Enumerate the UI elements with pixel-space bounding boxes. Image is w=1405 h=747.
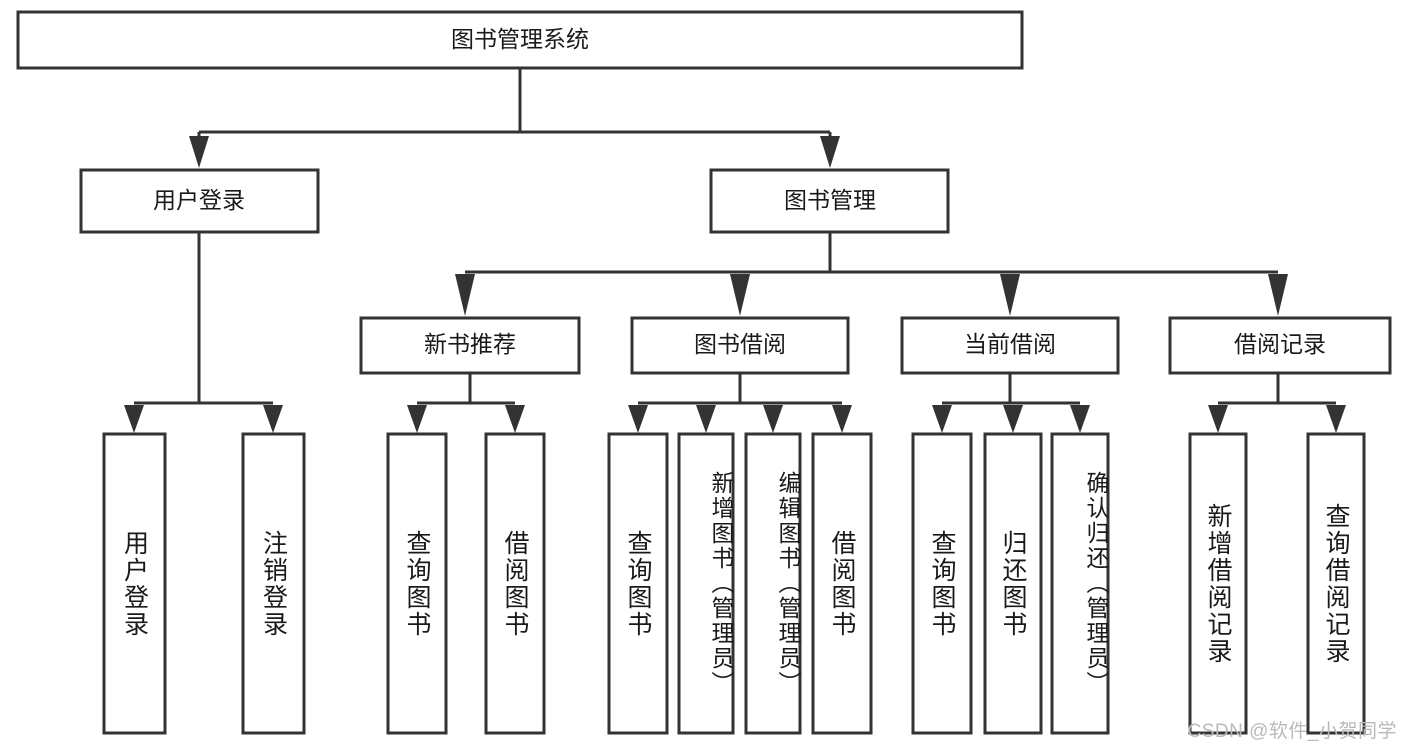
node-user-login-label: 用户登录 [153,187,245,213]
connector-group-new-book [407,373,525,433]
arrow-head-borrowrecord-leaf-1 [1208,405,1228,433]
leaf-box-query-book-current[interactable] [911,432,973,735]
leaf-box-user-login[interactable] [102,432,167,735]
arrow-head-borrowbook-leaf-4 [832,405,852,433]
arrow-head-userlogin-leaf-2 [263,405,283,433]
arrow-head-currentborrow-leaf-3 [1070,405,1090,433]
node-borrow-record-box[interactable] [1168,316,1392,375]
arrow-head-borrowrecord-leaf-2 [1326,405,1346,433]
node-root[interactable]: 图书管理系统 [16,10,1024,70]
connector-group-borrow-record [1208,373,1346,433]
node-new-book-recommend-label: 新书推荐 [424,331,516,357]
connector-group-root [189,68,840,168]
node-borrow-record-label: 借阅记录 [1234,331,1326,357]
node-current-borrow-box[interactable] [900,316,1120,375]
node-borrow-record[interactable]: 借阅记录 [1168,316,1392,375]
leaf-box-confirm-return-admin[interactable] [1050,432,1110,735]
connector-group-borrow-book [628,373,852,433]
node-user-login[interactable]: 用户登录 [79,168,320,234]
leaf-box-query-book-newrec[interactable] [386,432,448,735]
leaf-box-borrow-book-newrec[interactable] [484,432,546,735]
node-current-borrow[interactable]: 当前借阅 [900,316,1120,375]
arrow-head-userlogin-leaf-1 [124,405,144,433]
node-root-label: 图书管理系统 [451,26,589,52]
arrow-head-newbook-leaf-1 [407,405,427,433]
node-book-borrow-label: 图书借阅 [694,331,786,357]
arrow-head-bookmgmt-record [1268,274,1288,316]
arrow-head-currentborrow-leaf-2 [1003,405,1023,433]
arrow-head-root-to-user-login [189,136,209,168]
node-book-borrow-box[interactable] [630,316,850,375]
arrow-head-bookmgmt-borrow [730,274,750,316]
leaf-box-return-book[interactable] [983,432,1043,735]
arrow-head-root-to-book-mgmt [820,136,840,168]
arrow-head-bookmgmt-newbook [455,274,475,316]
arrow-head-borrowbook-leaf-2 [696,405,716,433]
leaf-box-borrow-book[interactable] [811,432,873,735]
leaf-box-query-book-borrow[interactable] [607,432,669,735]
leaf-box-logout[interactable] [241,432,306,735]
leaf-box-add-borrow-record[interactable] [1188,432,1248,735]
node-new-book-recommend-box[interactable] [359,316,581,375]
node-new-book-recommend[interactable]: 新书推荐 [359,316,581,375]
arrow-head-newbook-leaf-2 [505,405,525,433]
node-current-borrow-label: 当前借阅 [964,331,1056,357]
csdn-watermark: CSDN @软件_小贺同学 [1187,721,1397,742]
leaf-box-query-borrow-record[interactable] [1306,432,1366,735]
arrow-head-borrowbook-leaf-1 [628,405,648,433]
node-book-management-label: 图书管理 [784,187,876,213]
arrow-head-bookmgmt-current [1000,274,1020,316]
leaf-box-add-book-admin[interactable] [677,432,735,735]
arrow-head-currentborrow-leaf-1 [932,405,952,433]
connector-group-current-borrow [932,373,1090,433]
node-root-box[interactable] [16,10,1024,70]
node-book-management-box[interactable] [709,168,950,234]
node-user-login-box[interactable] [79,168,320,234]
leaf-box-edit-book-admin[interactable] [744,432,802,735]
node-book-management[interactable]: 图书管理 [709,168,950,234]
connector-group-book-mgmt [455,232,1288,316]
arrow-head-borrowbook-leaf-3 [763,405,783,433]
node-book-borrow[interactable]: 图书借阅 [630,316,850,375]
connector-group-user-login [124,232,283,433]
leaf-boxes [102,432,1366,735]
